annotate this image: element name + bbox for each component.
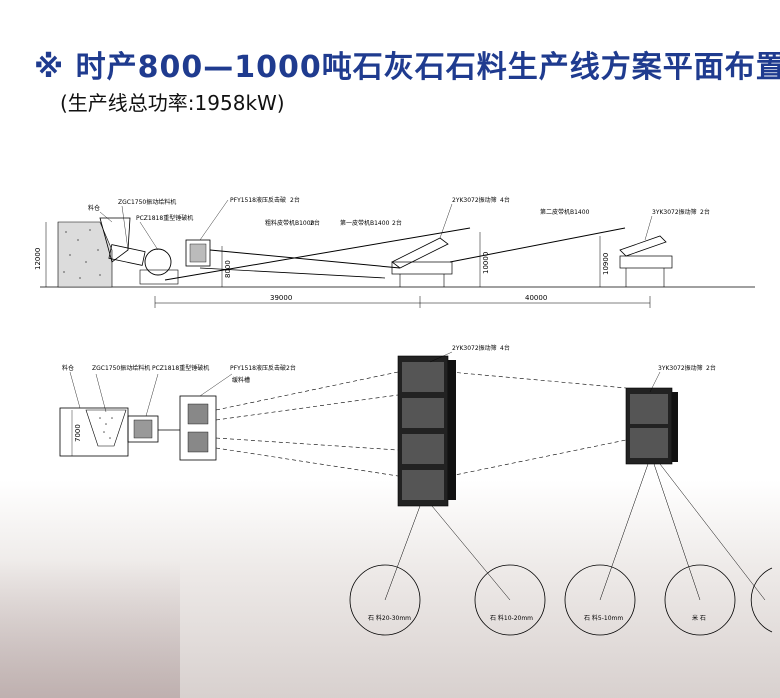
screen1-frame <box>391 261 453 275</box>
label-belt2: 第二皮带机B1400 <box>540 208 590 216</box>
pile-label-2: 石 料10-20mm <box>490 614 533 622</box>
label-belt-raw: 粗料皮带机B1000 <box>265 219 315 227</box>
pile-circle-partial <box>750 567 773 633</box>
plan-label-screen1: 2YK3072振动筛 <box>452 344 497 352</box>
plan-screen2 <box>625 387 678 465</box>
plan-label-silo: 料仓 <box>62 364 74 372</box>
plan-leaders <box>384 463 766 601</box>
belt-2 <box>449 227 626 263</box>
plan-view: 7000 <box>59 344 773 636</box>
plan-label-screen1-count: 4台 <box>500 344 510 352</box>
plan-feeder <box>85 409 127 447</box>
plan-label-impact: PFY1518液压反击破 <box>230 364 286 372</box>
pile-circle-4 <box>664 564 736 636</box>
rock-texture <box>63 229 101 279</box>
label-impact-count: 2台 <box>290 196 300 204</box>
belt-raw <box>164 227 471 281</box>
plan-label-hammer: PCZ1818重型锤破机 <box>152 364 209 372</box>
feeder-shape <box>108 244 146 266</box>
label-belt1-count: 2台 <box>392 219 402 227</box>
plan-dim-width: 7000 <box>74 424 82 442</box>
impact-crusher-shape <box>185 239 211 267</box>
label-screen1-count: 4台 <box>500 196 510 204</box>
plan-screen1 <box>397 355 456 507</box>
page-subtitle: (生产线总功率:1958kW) <box>60 91 285 115</box>
dim-height-screen1: 10000 <box>482 252 490 274</box>
plan-hammer <box>127 415 159 443</box>
dim-height-screen2: 10900 <box>602 253 610 275</box>
page-title: ※ 时产800—1000吨石灰石石料生产线方案平面布置图 <box>34 50 780 85</box>
plan-label-impact-count: 2台 <box>286 364 296 372</box>
elevation-view: 12000 8000 10000 10900 39000 40000 料仓 ZG… <box>34 196 755 308</box>
belt-1-lower <box>209 249 401 269</box>
impact-crusher-core <box>189 243 207 263</box>
label-feeder: ZGC1750振动给料机 <box>118 198 176 206</box>
plan-label-screen2: 3YK3072振动筛 <box>658 364 703 372</box>
screen2-deck <box>619 235 667 257</box>
label-screen2-count: 2台 <box>700 208 710 216</box>
plan-label-chute: 缓料槽 <box>232 376 250 384</box>
dim-span1: 39000 <box>270 294 292 302</box>
rock-mound <box>57 221 113 288</box>
pile-circle-1 <box>349 564 421 636</box>
label-screen1: 2YK3072振动筛 <box>452 196 497 204</box>
label-silo: 料仓 <box>88 204 100 212</box>
pile-label-3: 石 料5-10mm <box>584 614 623 622</box>
plan-belts <box>215 371 627 477</box>
hammer-crusher-shape <box>144 248 172 276</box>
screen2-frame <box>619 255 673 269</box>
label-impact: PFY1518液压反击破 <box>230 196 286 204</box>
screen1-deck <box>391 237 449 269</box>
label-screen2: 3YK3072振动筛 <box>652 208 697 216</box>
plan-impact <box>179 395 217 461</box>
pile-label-1: 石 料20-30mm <box>368 614 411 622</box>
pile-circle-3 <box>564 564 636 636</box>
plan-label-feeder: ZGC1750振动给料机 <box>92 364 150 372</box>
plan-label-screen2-count: 2台 <box>706 364 716 372</box>
belt-return <box>199 267 386 279</box>
plan-silo-block <box>59 407 129 457</box>
pile-label-4: 米 石 <box>692 614 706 622</box>
dim-span2: 40000 <box>525 294 547 302</box>
label-belt1: 第一皮带机B1400 <box>340 219 390 227</box>
hammer-crusher-base <box>139 269 179 285</box>
label-belt-raw-count: 2台 <box>310 219 320 227</box>
pile-circle-2 <box>474 564 546 636</box>
background-machinery-photo <box>0 560 180 698</box>
dim-height-left: 12000 <box>34 248 42 270</box>
dim-height-mid: 8000 <box>224 260 232 278</box>
label-hammer: PCZ1818重型锤破机 <box>136 214 193 222</box>
